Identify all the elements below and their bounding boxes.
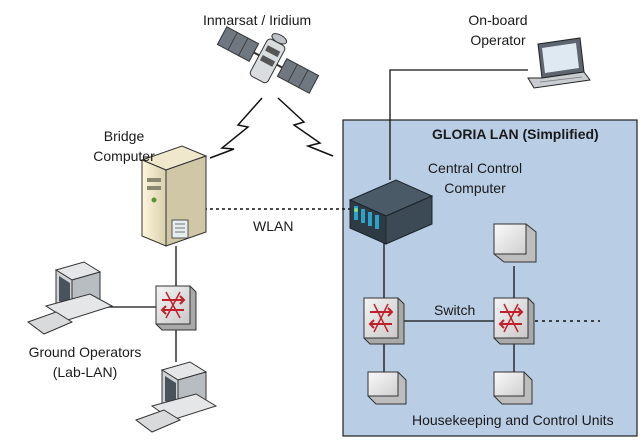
satellite-icon: [216, 26, 320, 94]
onboard-operator-label-line1: On-board: [468, 12, 528, 28]
satellite-label: Inmarsat / Iridium: [203, 12, 312, 28]
device-box-icon: [493, 371, 533, 405]
wlan-label: WLAN: [253, 218, 294, 234]
workstation-icon: [134, 361, 218, 433]
bridge-computer-label-line2: Computer: [93, 148, 155, 164]
onboard-operator-label-line2: Operator: [470, 32, 526, 48]
lightning-icon: [209, 97, 263, 159]
central-control-label-line1: Central Control: [427, 160, 523, 176]
laptop-icon: [527, 37, 591, 89]
workstation-icon: [26, 261, 114, 335]
device-box-icon: [367, 371, 407, 405]
switch-label: Switch: [434, 302, 476, 318]
switch-icon: [493, 297, 535, 345]
link-operator-central: [389, 69, 528, 180]
ground-operators-label-line1: Ground Operators: [28, 344, 142, 360]
switch-icon: [155, 285, 197, 331]
switch-icon: [363, 297, 405, 345]
ground-operators-label-line2: (Lab-LAN): [52, 364, 118, 380]
server-tower-icon: [140, 145, 208, 247]
central-control-label-line2: Computer: [444, 180, 506, 196]
units-label: Housekeeping and Control Units: [412, 412, 614, 428]
device-box-icon: [493, 223, 537, 263]
bridge-computer-label-line1: Bridge: [103, 128, 145, 144]
lightning-icon: [277, 97, 334, 157]
rack-server-icon: [348, 179, 434, 245]
gloria-lan-title: GLORIA LAN (Simplified): [432, 126, 599, 142]
